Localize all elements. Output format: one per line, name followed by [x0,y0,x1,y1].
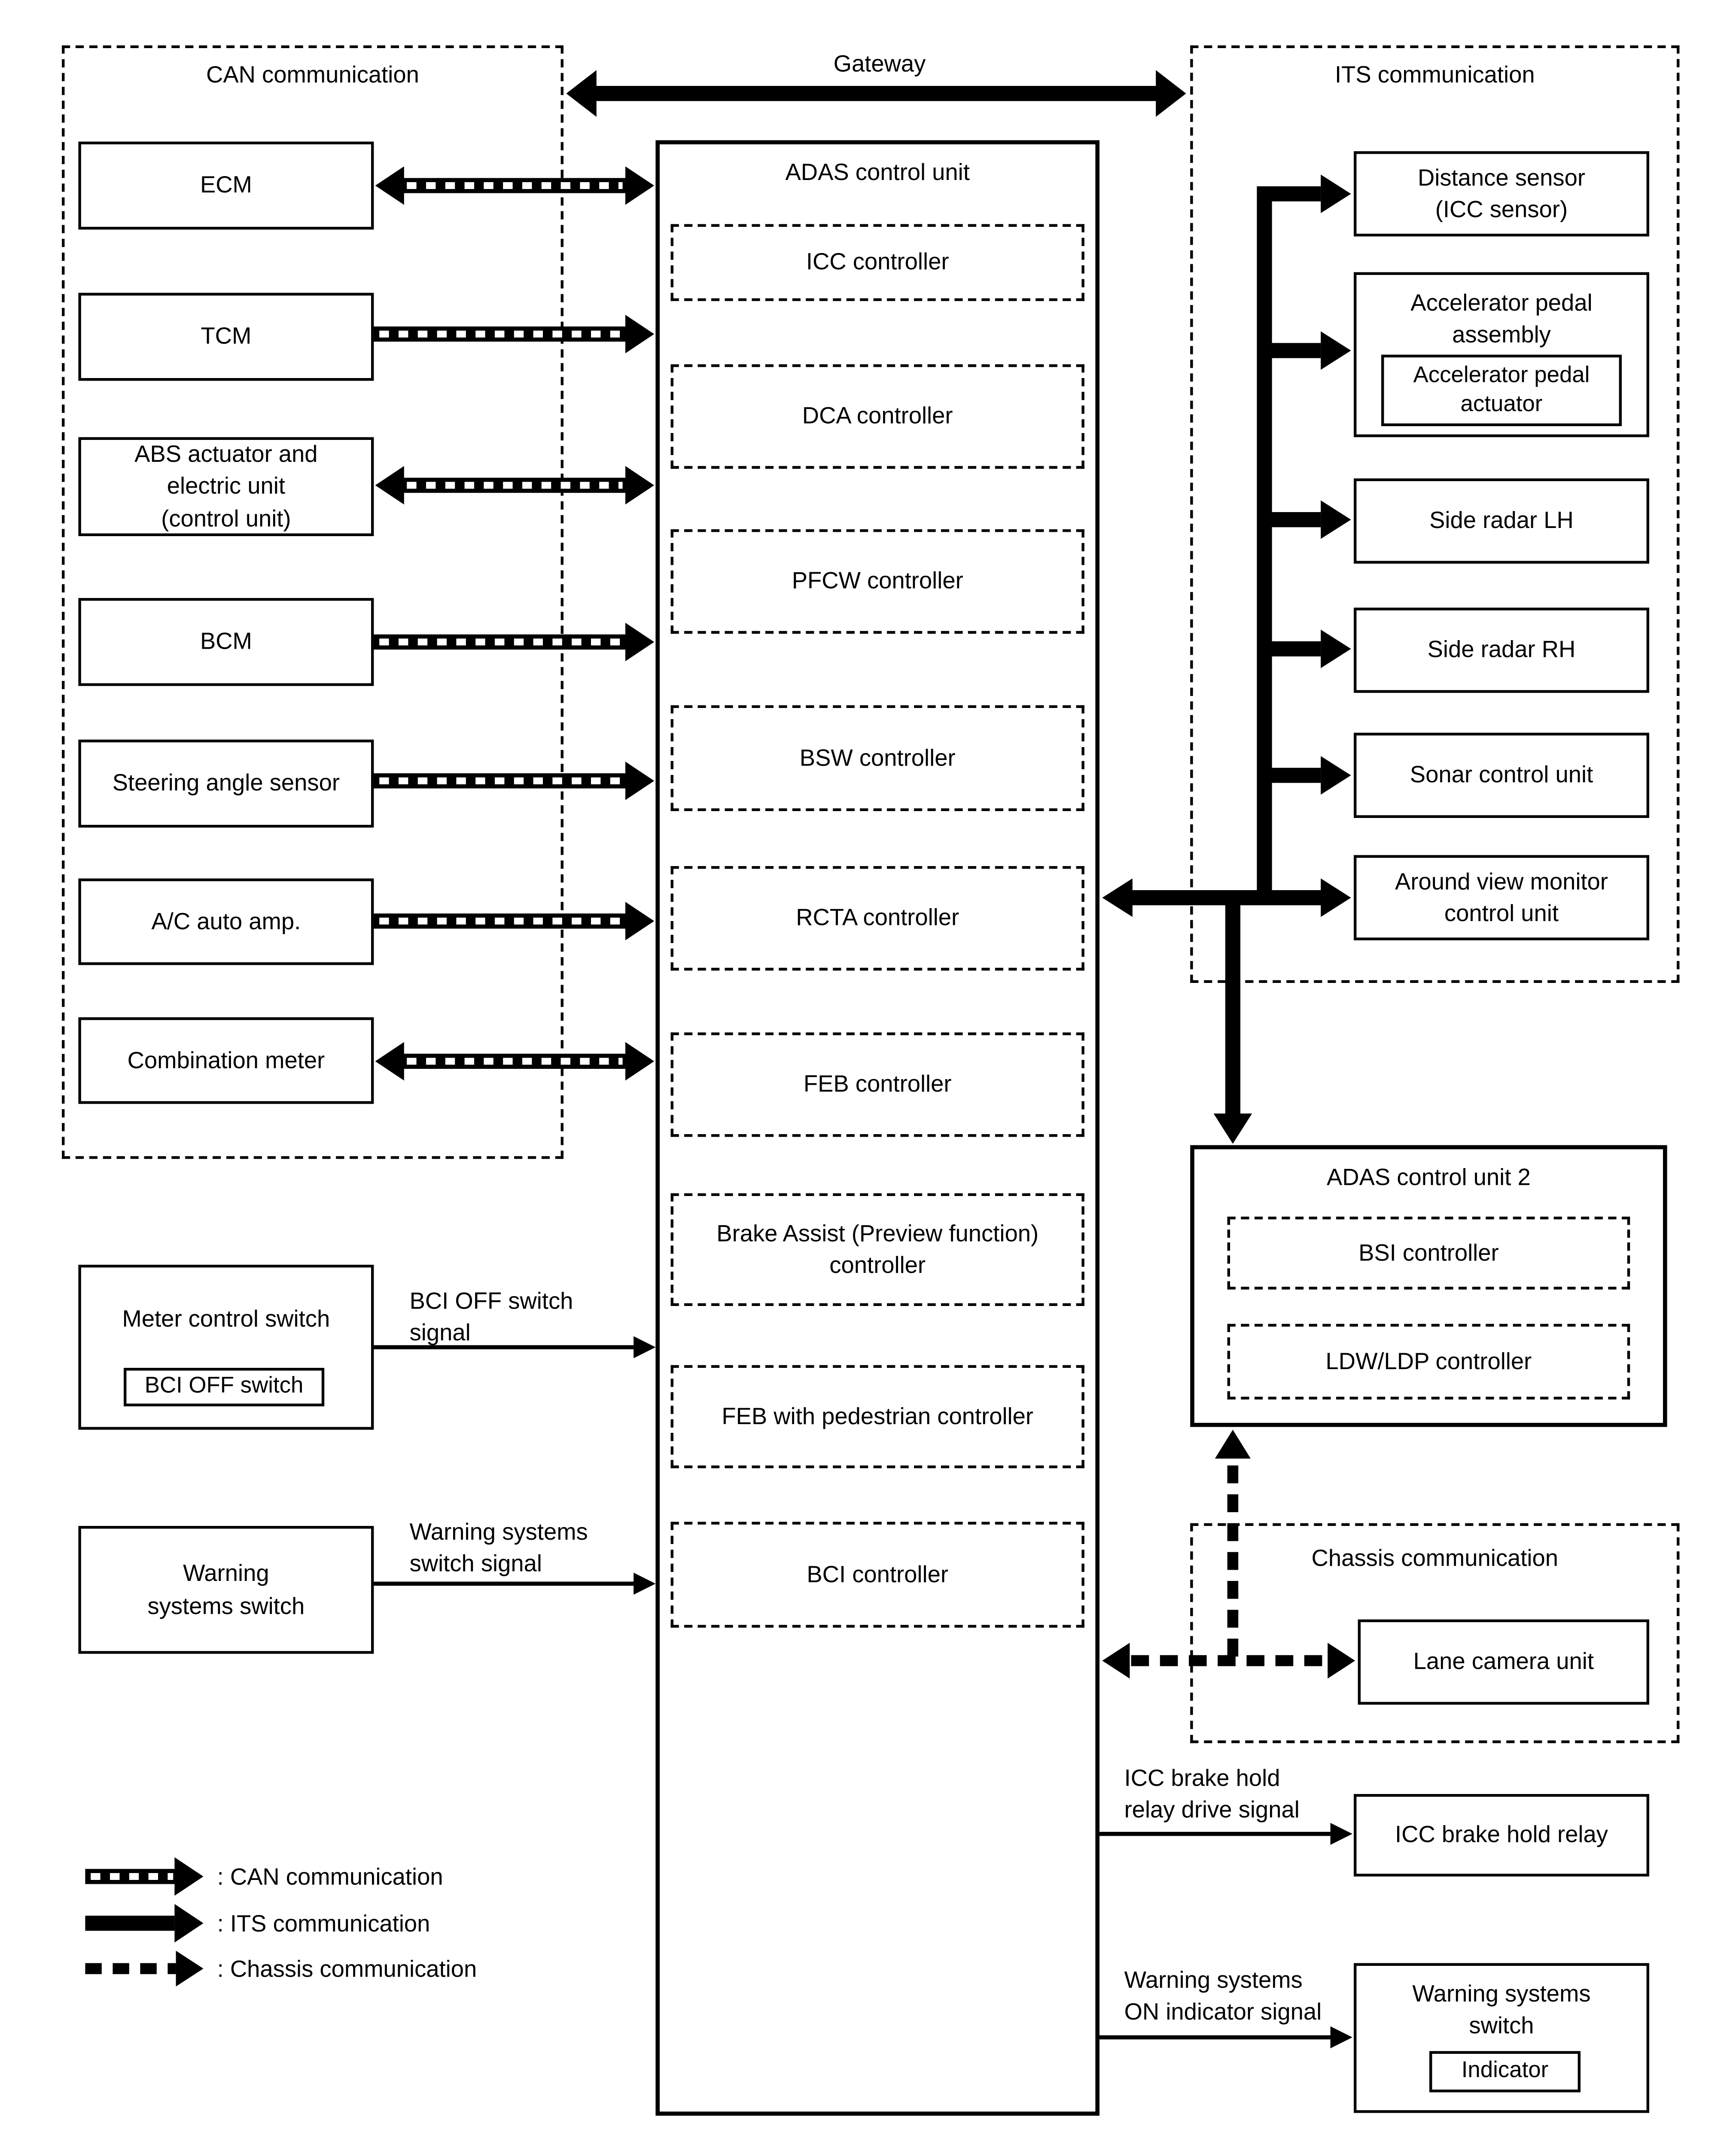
signal-arrow-warning-switch [374,1572,656,1595]
its-arrow-sample [85,1904,204,1943]
accelerator-pedal-assembly-label: Accelerator pedal assembly [1410,290,1593,349]
controller-rcta: RCTA controller [670,866,1084,971]
can-arrow-ac [374,902,655,940]
chassis-adas2-arrow [1215,1430,1251,1657]
node-steering-angle-sensor: Steering angle sensor [78,739,374,828]
node-warning-systems-switch-left: Warning systems switch [78,1526,374,1654]
node-indicator: Indicator [1429,2051,1581,2093]
node-bci-off-switch: BCI OFF switch [124,1368,325,1407]
node-abs-actuator: ABS actuator and electric unit (control … [78,437,374,536]
controller-bsi: BSI controller [1227,1217,1630,1290]
adas-control-unit-2-title: ADAS control unit 2 [1327,1164,1531,1191]
node-ac-auto-amp: A/C auto amp. [78,878,374,965]
can-arrow-bcm [374,622,655,662]
its-adas2-arrow [1213,891,1252,1144]
node-side-radar-lh: Side radar LH [1354,478,1649,564]
controller-icc: ICC controller [670,224,1084,301]
controller-bci: BCI controller [670,1522,1084,1628]
node-accelerator-pedal-actuator: Accelerator pedal actuator [1381,354,1622,426]
controller-bsw: BSW controller [670,705,1084,811]
node-sonar-control-unit: Sonar control unit [1354,732,1649,818]
chassis-arrow-sample [85,1950,204,1986]
node-bcm: BCM [78,598,374,686]
can-arrow-tcm [374,314,655,354]
node-distance-sensor: Distance sensor (ICC sensor) [1354,151,1649,237]
can-arrow-sample [85,1857,204,1896]
label-warning-systems-on-indicator-signal: Warning systems ON indicator signal [1124,1967,1322,2025]
meter-control-switch-label: Meter control switch [122,1306,330,1332]
can-arrow-combination [375,1042,655,1081]
can-communication-container: CAN communication [62,45,563,1159]
adas-control-unit-title: ADAS control unit [785,159,970,186]
signal-arrow-bci-off [374,1336,656,1358]
node-lane-camera-unit: Lane camera unit [1358,1619,1649,1705]
label-bci-off-switch-signal: BCI OFF switch signal [409,1288,573,1346]
its-trunk [1257,174,1351,898]
its-branch-accelerator [1258,331,1351,370]
warning-systems-switch-right-label: Warning systems switch [1412,1981,1591,2040]
legend-chassis-label: : Chassis communication [217,1956,477,1983]
gateway-label: Gateway [833,51,926,77]
label-warning-systems-switch-signal: Warning systems switch signal [409,1519,588,1577]
signal-arrow-warning-on [1099,2026,1352,2048]
gateway-arrow [566,70,1186,117]
its-branch-side-radar-lh [1258,500,1351,539]
can-arrow-ecm [375,166,655,205]
label-icc-brake-hold-relay-drive-signal: ICC brake hold relay drive signal [1124,1765,1300,1823]
chassis-adas-lane-camera-arrow [1102,1643,1355,1679]
node-icc-brake-hold-relay: ICC brake hold relay [1354,1794,1649,1876]
node-combination-meter: Combination meter [78,1017,374,1104]
its-communication-title: ITS communication [1335,62,1535,88]
controller-pfcw: PFCW controller [670,529,1084,634]
legend-can-label: : CAN communication [217,1864,443,1890]
controller-feb: FEB controller [670,1032,1084,1137]
controller-brake-assist: Brake Assist (Preview function) controll… [670,1193,1084,1306]
controller-dca: DCA controller [670,364,1084,469]
its-branch-side-radar-rh [1258,629,1351,668]
controller-feb-pedestrian: FEB with pedestrian controller [670,1365,1084,1468]
controller-ldw-ldp: LDW/LDP controller [1227,1324,1630,1400]
node-tcm: TCM [78,293,374,381]
signal-arrow-icc-brake [1099,1823,1352,1845]
legend-its-label: : ITS communication [217,1911,430,1937]
can-arrow-steering [374,761,655,800]
chassis-communication-title: Chassis communication [1311,1545,1558,1571]
can-communication-title: CAN communication [206,62,419,88]
can-arrow-abs [375,466,655,505]
its-branch-sonar [1258,756,1351,795]
node-around-view-monitor: Around view monitor control unit [1354,855,1649,940]
its-communication-container: ITS communication [1190,45,1680,983]
chassis-communication-container: Chassis communication [1190,1523,1680,1743]
node-side-radar-rh: Side radar RH [1354,607,1649,693]
node-ecm: ECM [78,141,374,230]
